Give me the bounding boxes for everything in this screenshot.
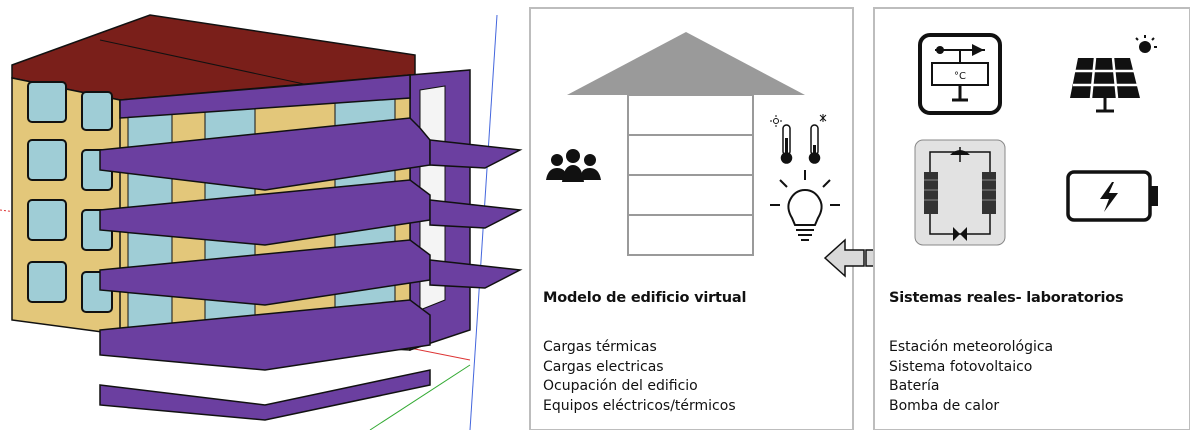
house-icon <box>567 32 805 256</box>
real-item: Sistema fotovoltaico <box>889 358 1033 375</box>
real-item: Bomba de calor <box>889 397 1000 414</box>
people-icon <box>546 149 601 182</box>
battery-icon <box>1066 170 1158 222</box>
virtual-building-panel <box>529 7 854 430</box>
virtual-panel-title: Modelo de edificio virtual <box>543 290 747 306</box>
house-roof <box>567 32 805 95</box>
virtual-items-list: Cargas térmicas Cargas electricas Ocupac… <box>543 338 736 416</box>
balcony-slabs <box>99 74 431 421</box>
virtual-item: Cargas electricas <box>543 358 664 375</box>
real-systems-panel: °C <box>873 7 1190 430</box>
building-3d-model <box>0 14 523 430</box>
axis-green <box>369 364 471 430</box>
house-floor-lines <box>628 134 753 216</box>
real-item: Estación meteorológica <box>889 339 1054 355</box>
weather-station-label: °C <box>954 71 966 82</box>
side-balconies <box>429 139 523 289</box>
virtual-item: Ocupación del edificio <box>543 378 698 394</box>
left-windows <box>27 81 113 313</box>
heat-pump-icon <box>914 139 1006 246</box>
lightbulb-icon <box>770 170 840 241</box>
virtual-item: Equipos eléctricos/térmicos <box>543 397 736 414</box>
thermometers-icon <box>770 114 827 164</box>
arrow-left-half <box>823 238 865 278</box>
real-items-list: Estación meteorológica Sistema fotovolta… <box>889 338 1053 416</box>
solar-panel-icon <box>1070 35 1157 113</box>
real-panel-title: Sistemas reales- laboratorios <box>889 290 1124 306</box>
weather-station-icon: °C <box>918 33 1002 115</box>
real-item: Batería <box>889 378 940 394</box>
virtual-item: Cargas térmicas <box>543 339 657 355</box>
